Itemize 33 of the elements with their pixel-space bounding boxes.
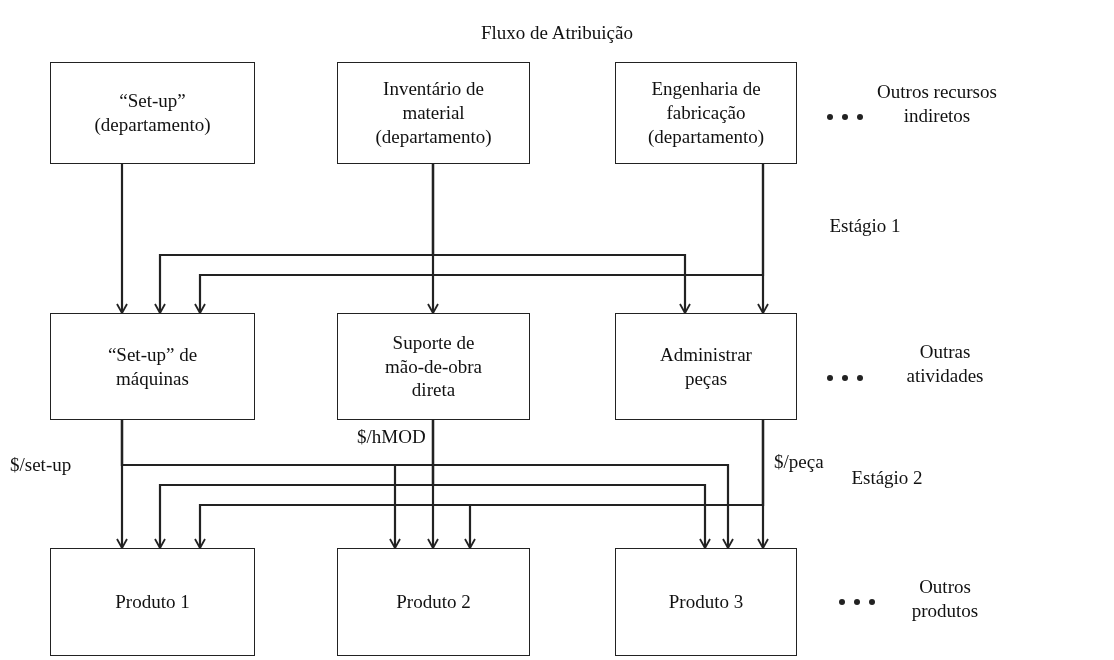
process-box: [337, 62, 530, 164]
process-box: [615, 62, 797, 164]
stage-label: Estágio 1: [828, 214, 902, 238]
edge-label: $/hMOD: [355, 427, 428, 448]
process-box: [615, 313, 797, 420]
arrow: [120, 420, 734, 549]
arrow: [431, 164, 691, 314]
process-box: [337, 313, 530, 420]
process-box: [50, 548, 255, 656]
diagram-title: Fluxo de Atribuição: [480, 22, 634, 44]
note-text: Outros recursos indiretos: [876, 80, 998, 128]
note-text: Outras atividades: [905, 340, 985, 388]
process-box: [337, 548, 530, 656]
arrow: [431, 420, 711, 549]
arrow: [116, 164, 128, 314]
arrow: [757, 420, 769, 549]
process-box: [615, 548, 797, 656]
box-label: Produto 3: [667, 590, 745, 614]
box-label: Inventário de material (departamento): [374, 77, 493, 149]
box-label: Produto 2: [395, 590, 472, 614]
box-label: Administrar peças: [659, 342, 753, 391]
note-text: Outros produtos: [910, 575, 980, 623]
process-box: [50, 62, 255, 164]
edge-label: $/set-up: [8, 455, 74, 476]
box-label: “Set-up” (departamento): [93, 89, 212, 137]
box-label: Engenharia de fabricação (departamento): [646, 77, 766, 149]
edge-label: $/peça: [772, 452, 826, 473]
process-box: [50, 313, 255, 420]
arrow: [757, 164, 769, 314]
box-label: Suporte de mão-de-obra direta: [383, 330, 484, 403]
stage-label: Estágio 2: [850, 466, 924, 490]
box-label: Produto 1: [114, 590, 191, 614]
box-label: “Set-up” de máquinas: [106, 342, 199, 391]
